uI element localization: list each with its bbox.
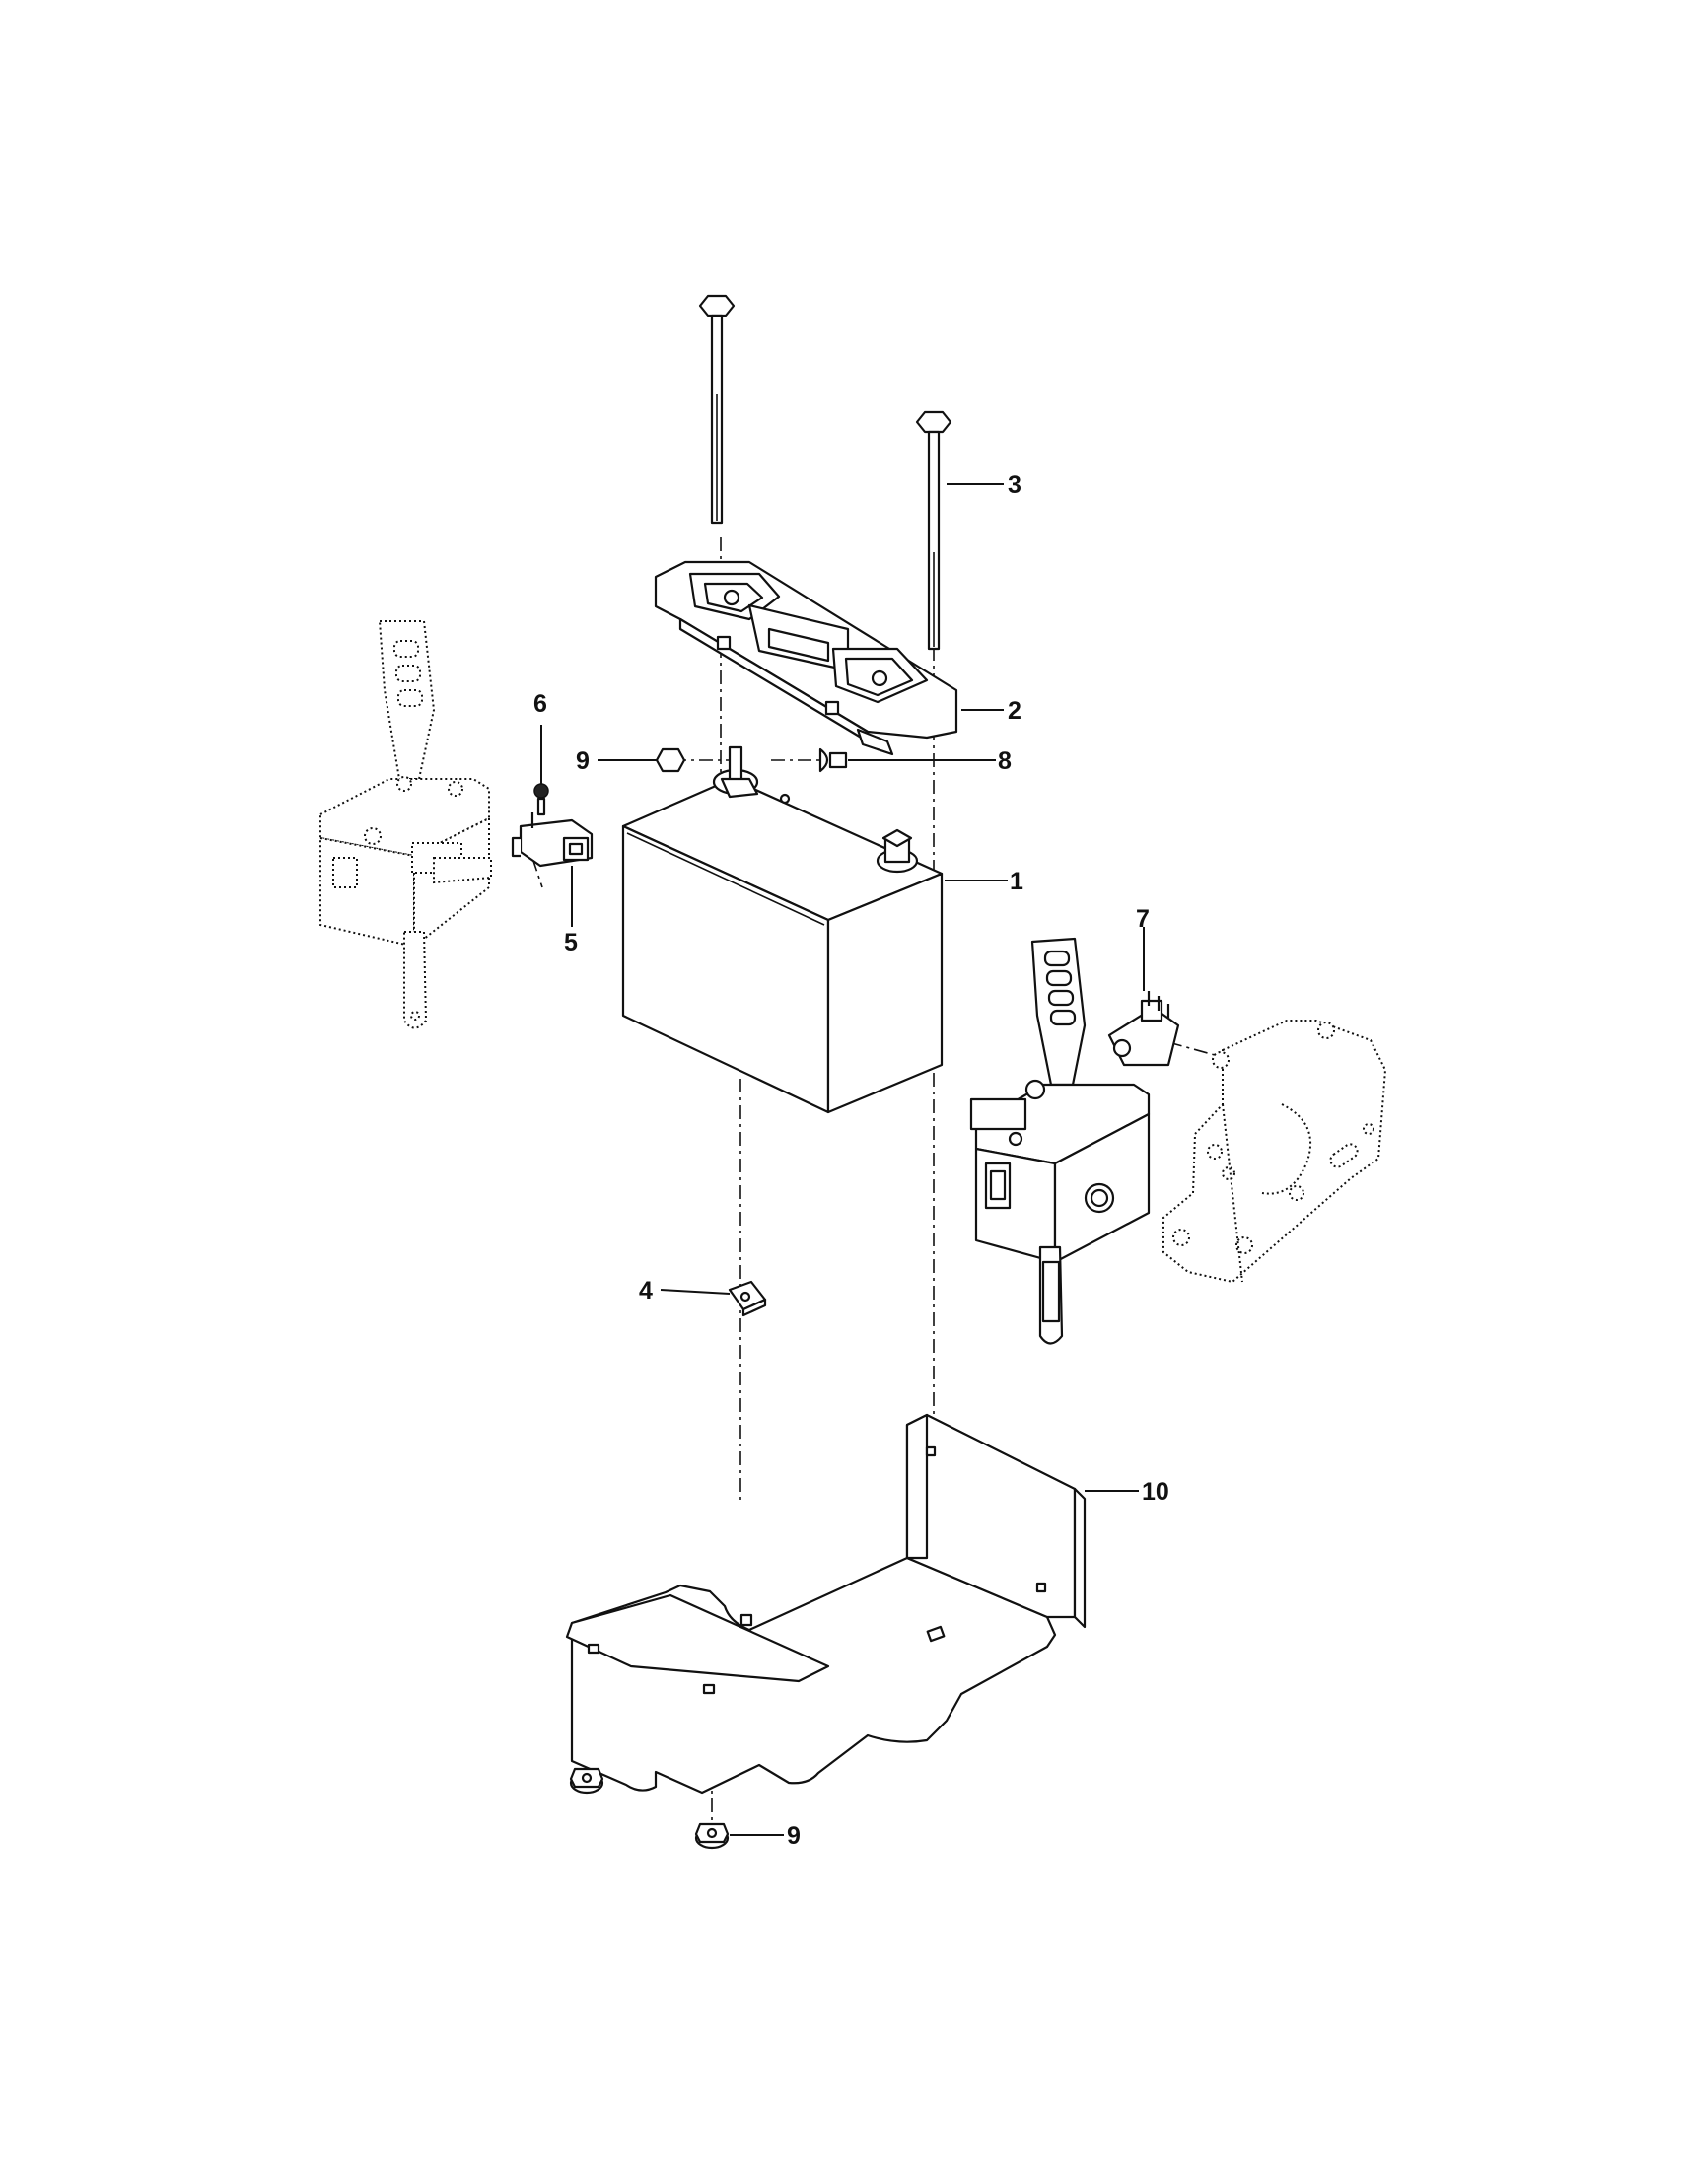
switch-screw — [533, 783, 549, 816]
seat-switch — [1107, 991, 1180, 1067]
clip-nut — [728, 1280, 767, 1317]
callout-6: 6 — [533, 690, 547, 718]
battery-tray — [565, 1413, 1087, 1795]
callout-7: 7 — [1136, 905, 1150, 933]
callout-10: 10 — [1142, 1478, 1169, 1506]
interlock-switch — [511, 812, 594, 868]
right-mounting-bracket — [1162, 1020, 1387, 1284]
callout-5: 5 — [564, 929, 578, 956]
callout-9-top: 9 — [576, 747, 590, 775]
callout-9-bottom: 9 — [787, 1822, 801, 1850]
callout-4: 4 — [639, 1277, 653, 1304]
callout-2: 2 — [1008, 697, 1021, 725]
battery — [621, 745, 944, 1114]
callout-3: 3 — [1008, 471, 1021, 499]
leader-lines — [540, 483, 1145, 1836]
hex-nut-top — [655, 747, 686, 773]
long-bolt-left — [698, 294, 736, 525]
long-bolt-right — [915, 410, 952, 651]
terminal-bolt — [818, 747, 848, 773]
callout-8: 8 — [998, 747, 1012, 775]
right-control-lever — [969, 937, 1151, 1345]
left-control-lever — [319, 620, 492, 1029]
flange-nut-left — [569, 1767, 604, 1795]
flange-nut-right — [694, 1822, 730, 1850]
callout-1: 1 — [1010, 868, 1023, 895]
callout-labels: 1 2 3 4 5 6 7 8 9 9 10 — [533, 471, 1169, 1850]
hold-down-bracket — [654, 560, 958, 756]
